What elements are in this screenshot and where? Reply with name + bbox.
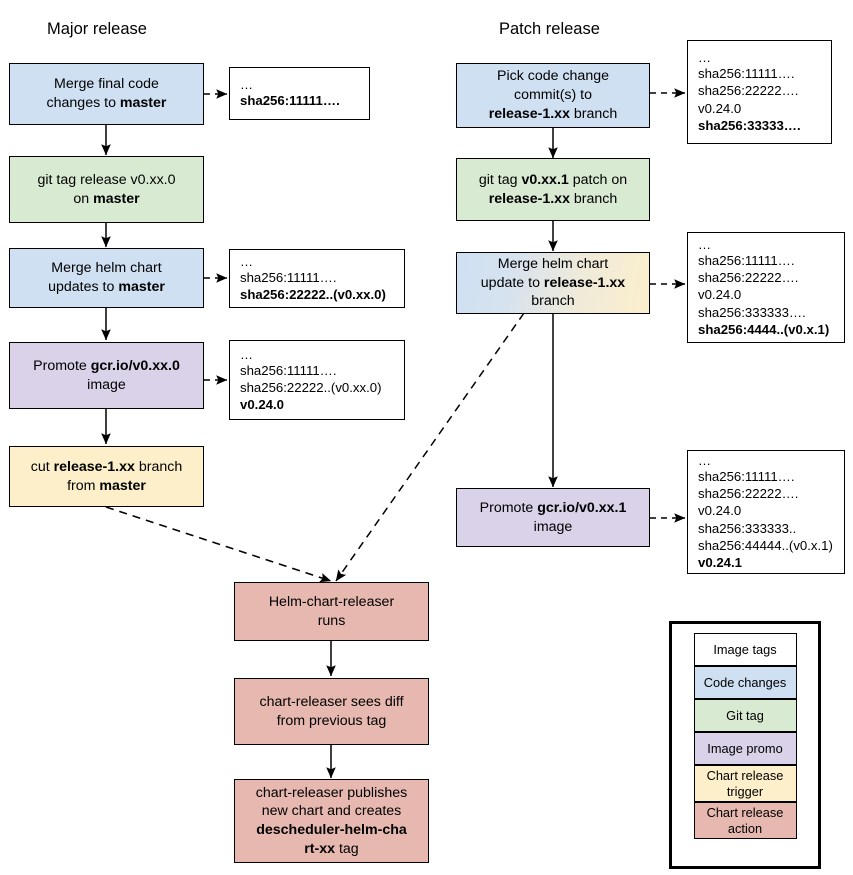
tag-line: v0.24.0 — [240, 397, 284, 413]
legend-item-chart-release-action: Chart release action — [693, 802, 797, 839]
patch-tag-arrows — [650, 88, 686, 523]
tag-line: sha256:22222…. — [698, 270, 799, 286]
tag-line: … — [240, 77, 255, 93]
tagbox-after-merge-final-code: …sha256:11111…. — [229, 67, 370, 120]
tag-line: sha256:33333…. — [698, 117, 801, 133]
legend: Image tags Code changes Git tag Image pr… — [669, 621, 821, 869]
legend-label: Git tag — [726, 707, 764, 723]
tagbox-after-promote-major: …sha256:11111….sha256:22222..(v0.xx.0) v0… — [229, 340, 405, 420]
tag-line: sha256:22222…. — [698, 486, 799, 502]
tag-line: v0.24.0 — [698, 287, 742, 303]
tag-line: v0.24.1 — [698, 554, 742, 570]
legend-label: Image tags — [713, 641, 777, 657]
legend-label: Code changes — [703, 674, 787, 690]
tag-line: … — [698, 237, 713, 253]
tag-line: … — [698, 453, 713, 469]
tag-line: sha256:11111…. — [698, 253, 795, 269]
tag-line: sha256:333333…. — [698, 304, 806, 320]
legend-item-chart-release-trigger: Chart release trigger — [693, 765, 797, 802]
tag-line: v0.24.0 — [698, 100, 742, 116]
tag-line: sha256:333333.. — [698, 520, 797, 536]
legend-item-image-tags: Image tags — [693, 633, 797, 666]
legend-item-git-tag: Git tag — [693, 699, 797, 732]
tagbox-lines: …sha256:11111…. — [240, 78, 369, 109]
major-tag-arrows — [204, 89, 228, 385]
tag-line: sha256:11111…. — [240, 93, 340, 109]
tag-line: … — [698, 50, 713, 66]
major-release-title: Major release — [47, 20, 147, 38]
tag-line: sha256:11111…. — [698, 469, 795, 485]
tagbox-after-merge-helm-chart: …sha256:11111…. sha256:22222..(v0.xx.0) — [229, 249, 405, 308]
tag-line: sha256:22222…. — [698, 83, 799, 99]
tag-line: sha256:22222..(v0.xx.0) — [240, 379, 382, 395]
tag-line: sha256:11111…. — [698, 66, 795, 82]
tag-line: sha256:22222..(v0.xx.0) — [240, 287, 386, 302]
legend-item-image-promo: Image promo — [693, 732, 797, 765]
tag-line: … — [240, 346, 255, 362]
legend-label: Image promo — [707, 740, 783, 756]
legend-label: Chart release trigger — [706, 767, 784, 799]
legend-label: Chart release action — [706, 804, 784, 836]
tag-line: v0.24.0 — [698, 503, 742, 519]
tagbox-lines: …sha256:11111….sha256:22222..(v0.xx.0) v0… — [240, 348, 404, 413]
tag-line: sha256:4444..(v0.x.1) — [698, 321, 830, 337]
tag-line: sha256:44444..(v0.x.1) — [698, 537, 833, 553]
tag-line: … — [240, 253, 255, 269]
legend-item-code-changes: Code changes — [693, 666, 797, 699]
tag-line: sha256:11111…. — [240, 269, 337, 285]
tag-line: sha256:11111…. — [240, 362, 337, 378]
patch-release-title: Patch release — [499, 20, 600, 38]
tagbox-lines: …sha256:11111…. sha256:22222..(v0.xx.0) — [240, 255, 404, 303]
